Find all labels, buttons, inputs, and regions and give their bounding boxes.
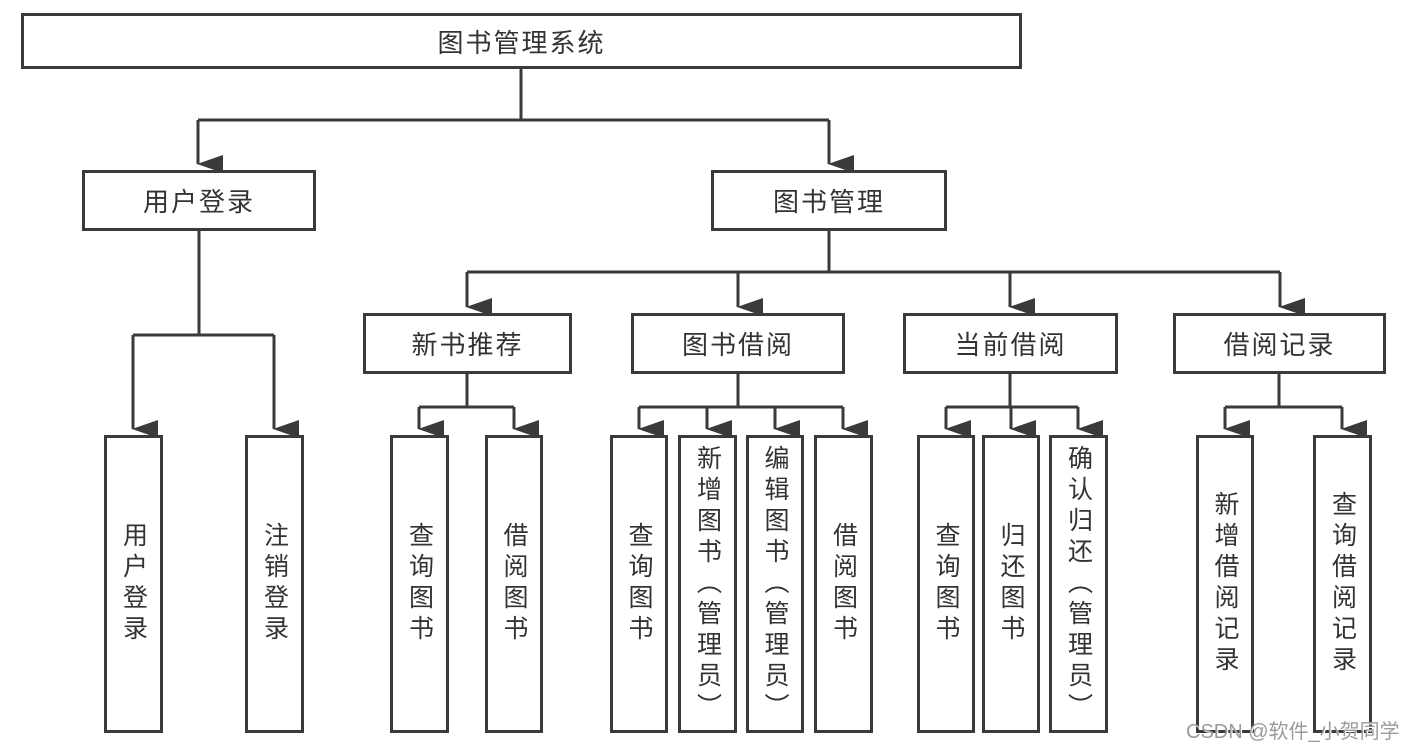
connector-borrow-records <box>1223 374 1367 438</box>
leaf-query-books-recommend: 查询图书 <box>390 435 449 733</box>
connector-user-login <box>131 231 299 438</box>
connector-book-borrow <box>637 374 868 438</box>
leaf-add-borrow-record: 新增借阅记录 <box>1196 435 1254 733</box>
connector-current-borrow <box>944 374 1103 438</box>
connector-root <box>196 69 854 173</box>
node-current-borrow: 当前借阅 <box>903 313 1118 374</box>
leaf-borrow-books: 借阅图书 <box>814 435 873 733</box>
node-user-login: 用户登录 <box>82 170 316 231</box>
leaf-query-borrow-record: 查询借阅记录 <box>1313 435 1372 733</box>
node-new-book-recommend: 新书推荐 <box>363 313 572 374</box>
connector-book-management <box>465 231 1305 316</box>
leaf-return-books: 归还图书 <box>982 435 1040 733</box>
leaf-query-books-borrow: 查询图书 <box>610 435 668 733</box>
leaf-borrow-books-recommend: 借阅图书 <box>485 435 543 733</box>
connector-new-book-recommend <box>417 374 539 438</box>
node-book-management: 图书管理 <box>711 170 947 231</box>
connector-line <box>1225 374 1342 409</box>
node-book-borrow: 图书借阅 <box>631 313 845 374</box>
connector-line <box>639 374 843 409</box>
leaf-query-books-current: 查询图书 <box>917 435 975 733</box>
connector-line <box>946 374 1078 409</box>
leaf-edit-book-admin: 编辑图书（管理员） <box>746 435 804 733</box>
leaf-logout: 注销登录 <box>245 435 304 733</box>
connector-line <box>467 231 1280 274</box>
connector-line <box>133 231 274 337</box>
node-root: 图书管理系统 <box>21 13 1022 69</box>
leaf-user-login: 用户登录 <box>104 435 163 733</box>
leaf-confirm-return-admin: 确认归还（管理员） <box>1049 435 1108 733</box>
node-borrow-records: 借阅记录 <box>1173 313 1386 374</box>
leaf-add-book-admin: 新增图书（管理员） <box>678 435 737 733</box>
connector-line <box>198 69 829 122</box>
connector-line <box>419 374 514 409</box>
csdn-watermark: CSDN @软件_小贺同学 <box>1186 721 1400 743</box>
